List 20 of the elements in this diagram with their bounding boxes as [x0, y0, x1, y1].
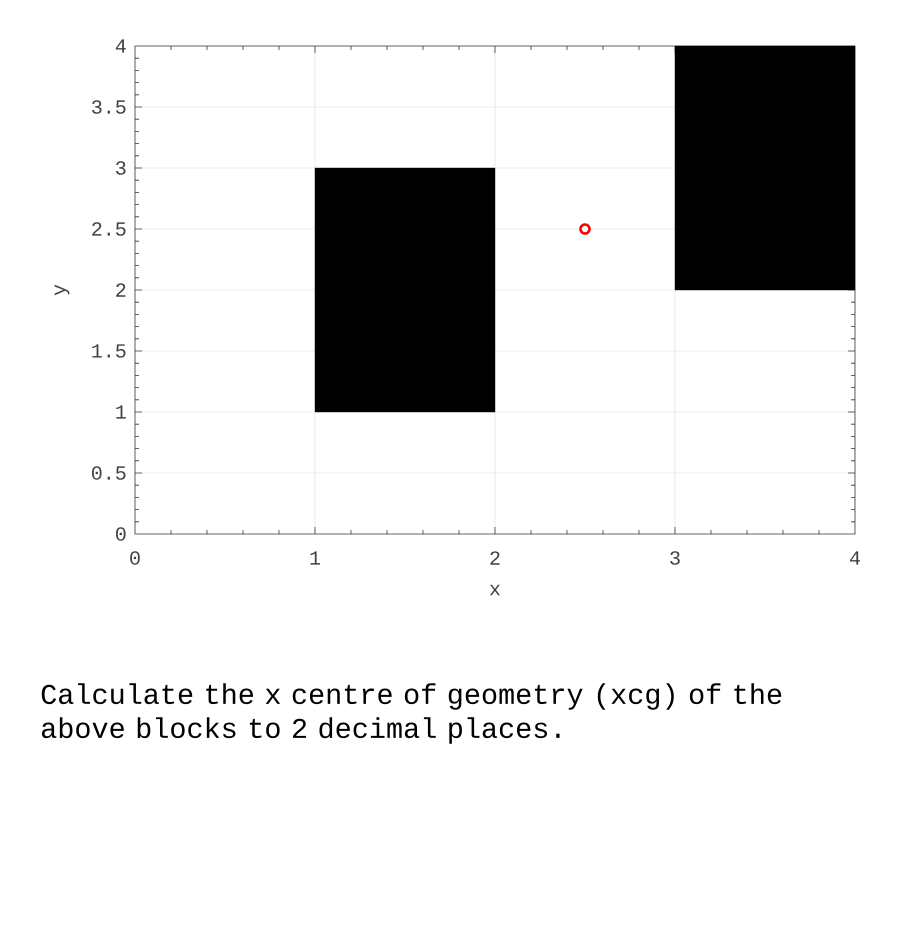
filled-block: [674, 46, 856, 290]
question-text: Calculate the x centre of geometry (xcg) of the above blocks to 2 decimal places.: [42, 683, 782, 744]
tick-label: 3: [670, 551, 680, 565]
tick-label: 2.5: [92, 222, 126, 236]
axis-label: y: [54, 284, 70, 296]
tick-label: 2: [490, 551, 500, 565]
centroid-marker: [579, 223, 591, 235]
axis-label: x: [490, 584, 500, 596]
tick-label: 1: [116, 405, 126, 419]
tick-label: 1: [310, 551, 320, 565]
filled-block: [314, 168, 496, 412]
tick-label: 1.5: [92, 344, 126, 358]
tick-label: 0.5: [92, 466, 126, 480]
tick-label: 0: [116, 527, 126, 541]
tick-label: 0: [130, 551, 140, 565]
tick-label: 3.5: [92, 100, 126, 114]
tick-label: 3: [116, 161, 126, 175]
tick-label: 4: [116, 39, 126, 53]
tick-label: 4: [850, 551, 860, 565]
tick-label: 2: [116, 283, 126, 297]
